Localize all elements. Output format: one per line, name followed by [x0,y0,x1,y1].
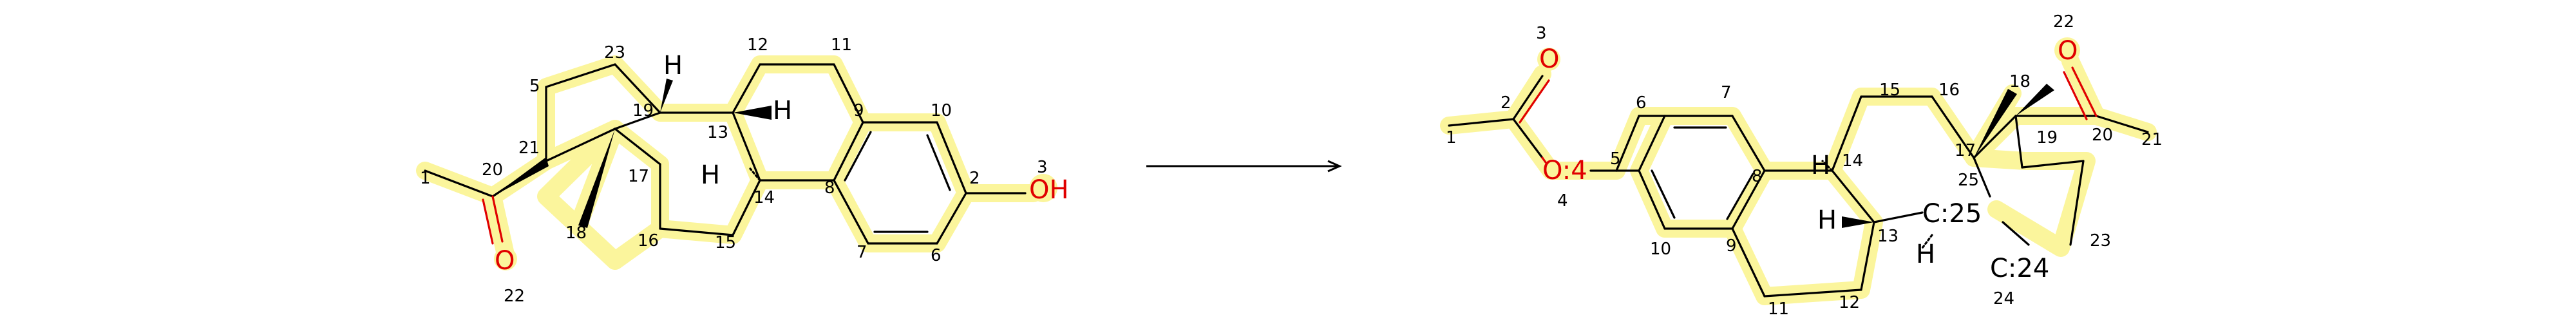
atom-label: 11 [831,35,852,55]
atom-label: 12 [1839,293,1860,312]
atom-label: 21 [518,138,540,158]
reaction-arrow-icon [1146,160,1342,173]
reactant-highlight [416,55,1057,270]
atom-label: 8 [1752,167,1763,186]
atom-label: 23 [604,43,625,62]
atom-label: 4 [1557,191,1568,211]
wedge-bond [493,157,549,196]
carbon-atom: C:25 [1922,199,1982,229]
oxygen-atom: O [1539,44,1559,74]
atom-label: 18 [2009,72,2031,91]
atom-label: 5 [1610,149,1621,169]
atom-label: 7 [857,243,867,262]
wedge-bond [578,129,615,228]
atom-label: 6 [1636,93,1647,113]
atom-label: 9 [853,101,864,120]
atom-label: 19 [632,101,654,120]
atom-label: 22 [504,287,525,306]
atom-label: 14 [1842,151,1863,171]
oxygen-atom: O [2058,36,2078,66]
atom-label: 13 [707,123,728,142]
atom-label: 5 [529,77,540,96]
atom-label: 21 [2141,130,2163,149]
atom-label: 1 [420,169,431,188]
atom-label: 1 [1446,128,1457,147]
hydrogen-atom: H [1817,205,1837,235]
hydrogen-atom: H [1811,151,1830,180]
reactant-atom-labels: 1 20 22 21 5 23 19 13 12 11 9 10 2 3 6 7… [420,35,1048,306]
atom-label: 2 [969,169,980,188]
atom-label: 24 [1993,289,2014,308]
atom-label: 3 [1037,158,1048,177]
atom-label: 7 [1721,83,1732,102]
atom-label: 11 [1768,299,1789,319]
product-atom-labels: 1 2 3 4 5 6 7 8 9 10 11 12 13 14 15 16 1… [1446,12,2163,319]
atom-label: 6 [931,246,942,265]
atom-label: 2 [1501,93,1511,113]
oxygen-atom: O:4 [1542,156,1587,185]
hydrogen-atom: H [773,96,792,126]
atom-label: 15 [715,233,736,252]
wedge-bond [2016,84,2054,116]
carbon-atom: C:24 [1990,254,2049,283]
wedge-bond [733,106,772,120]
atom-label: 18 [565,223,587,243]
reactant-bonds [424,63,1027,245]
atom-label: 16 [638,231,659,251]
oxygen-atom: O [495,246,515,276]
hydrogen-atom: H [663,51,683,80]
hydrogen-atom: H [1916,240,1935,269]
atom-label: 17 [1955,141,1976,160]
atom-label: 10 [1650,240,1671,259]
atom-label: 17 [628,167,649,186]
wedge-bond [1842,216,1874,228]
atom-label: 12 [747,35,768,55]
atom-label: 3 [1536,24,1547,43]
atom-label: 9 [1726,236,1737,256]
atom-label: 23 [2090,231,2111,251]
hydroxyl-group: OH [1029,175,1069,205]
reactant-molecule: O OH H H H 1 20 22 21 5 23 19 13 12 11 9… [416,35,1069,306]
wedge-bond [660,79,673,113]
atom-label: 20 [482,160,503,180]
hydrogen-atom: H [701,160,720,190]
atom-label: 20 [2092,126,2113,145]
atom-label: 22 [2053,12,2074,32]
product-molecule: O O:4 O C:25 C:24 H H H 1 2 3 4 5 6 7 8 … [1440,12,2163,319]
wedge-bond [1974,89,2017,158]
atom-label: 13 [1877,227,1899,246]
atom-label: 19 [2036,128,2058,147]
atom-label: 15 [1879,80,1900,100]
atom-label: 10 [931,101,952,120]
atom-label: 25 [1958,171,1979,190]
product-bonds [1448,66,2149,298]
atom-label: 8 [824,178,835,198]
atom-label: 14 [753,188,775,207]
atom-label: 16 [1938,80,1960,100]
